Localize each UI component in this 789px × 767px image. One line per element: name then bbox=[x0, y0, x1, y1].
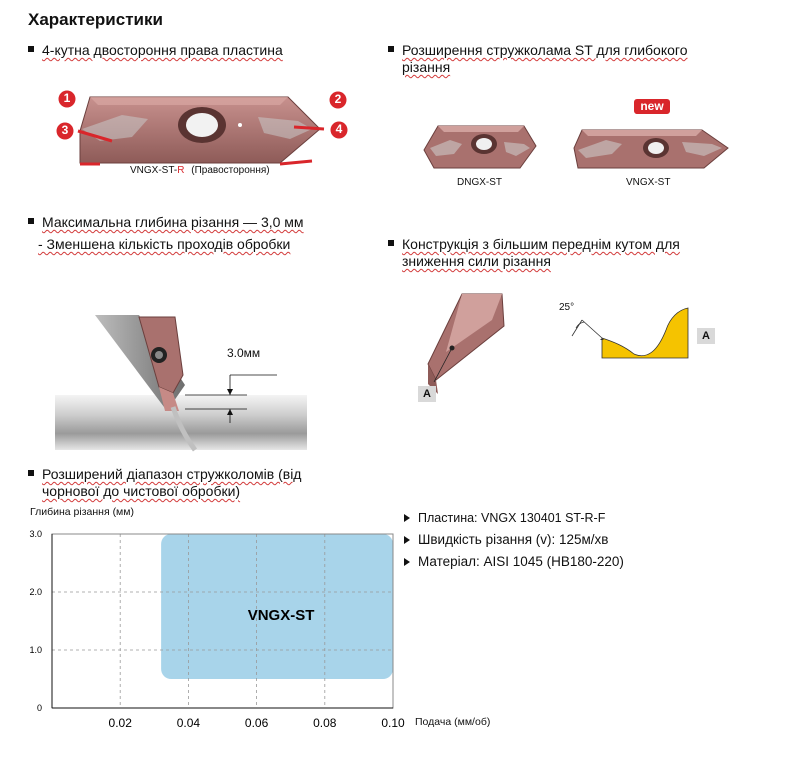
y-tick-label: 2.0 bbox=[29, 587, 42, 597]
x-tick-label: 0.04 bbox=[177, 716, 201, 730]
test-parameters: Пластина: VNGX 130401 ST-R-F Швидкість р… bbox=[404, 507, 624, 573]
dngx-label: DNGX-ST bbox=[457, 177, 502, 188]
param-insert: Пластина: VNGX 130401 ST-R-F bbox=[404, 507, 624, 529]
feature-5: Розширений діапазон стружколомів (від bbox=[28, 466, 301, 483]
y-tick-label: 3.0 bbox=[29, 529, 42, 539]
feature-2-line-2: різання bbox=[402, 59, 451, 75]
feature-4: Конструкція з більшим переднім кутом для bbox=[388, 236, 680, 253]
new-badge: new bbox=[640, 99, 664, 113]
depth-label: 3.0мм bbox=[227, 346, 261, 360]
angle-label: 25° bbox=[559, 302, 575, 313]
chart: 0.02 0.04 0.06 0.08 0.10 3.0 2.0 1.0 0 VNGX-ST bbox=[29, 529, 405, 730]
chart-xlabel: Подача (мм/об) bbox=[415, 716, 491, 728]
page-title: Характеристики bbox=[28, 10, 163, 29]
region-label: VNGX-ST bbox=[248, 607, 315, 624]
marker-4-icon bbox=[330, 121, 348, 139]
dngx-insert-illustration bbox=[423, 125, 537, 169]
bullet-icon bbox=[28, 218, 34, 225]
section-label-a: A bbox=[418, 386, 436, 402]
marker-2-icon bbox=[329, 91, 347, 109]
marker-1-icon bbox=[58, 90, 76, 108]
arrow-icon bbox=[404, 536, 410, 544]
arrow-icon bbox=[404, 558, 410, 566]
marker-4-label: 4 bbox=[335, 122, 343, 136]
marker-2-label: 2 bbox=[334, 92, 342, 106]
x-tick-label: 0.10 bbox=[381, 716, 405, 730]
feature-5-line-2: чорнової до чистової обробки) bbox=[42, 483, 241, 499]
chart-ylabel: Глибина різання (мм) bbox=[30, 506, 134, 518]
marker-3-label: 3 bbox=[61, 123, 69, 137]
feature-4-line-2: зниження сили різання bbox=[402, 253, 551, 269]
insert-main-illustration bbox=[77, 96, 325, 166]
marker-1-label: 1 bbox=[63, 91, 71, 105]
bullet-icon bbox=[28, 46, 34, 53]
bullet-icon bbox=[28, 470, 34, 477]
section-label-a-2: A bbox=[697, 328, 715, 344]
feature-3: Максимальна глибина різання — 3,0 мм bbox=[28, 214, 304, 231]
param-speed: Швидкість різання (v): 125м/хв bbox=[404, 529, 624, 551]
y-tick-label: 0 bbox=[37, 703, 42, 713]
rake-insert-illustration bbox=[427, 293, 505, 394]
x-tick-label: 0.02 bbox=[109, 716, 133, 730]
feature-3-line-2: - Зменшена кількість проходів обробки bbox=[38, 236, 291, 252]
vngx-insert-illustration bbox=[573, 129, 729, 169]
chart-region bbox=[161, 534, 393, 679]
y-tick-label: 1.0 bbox=[29, 645, 42, 655]
x-tick-label: 0.08 bbox=[313, 716, 337, 730]
feature-2: Розширення стружколама ST для глибокого bbox=[388, 42, 688, 59]
param-material: Матеріал: AISI 1045 (HB180-220) bbox=[404, 551, 624, 573]
feature-1: 4-кутна двостороння права пластина bbox=[28, 42, 283, 59]
x-tick-label: 0.06 bbox=[245, 716, 269, 730]
vngx-label: VNGX-ST bbox=[626, 177, 671, 188]
marker-3-icon bbox=[56, 122, 74, 140]
rake-profile-illustration bbox=[571, 307, 689, 359]
bullet-icon bbox=[388, 46, 394, 53]
bullet-icon bbox=[388, 240, 394, 247]
arrow-icon bbox=[404, 514, 410, 522]
new-badge-icon bbox=[634, 99, 670, 114]
insert-main-caption: VNGX-ST-R (Правостороння) bbox=[130, 165, 270, 176]
cutting-depth-illustration bbox=[55, 315, 307, 452]
